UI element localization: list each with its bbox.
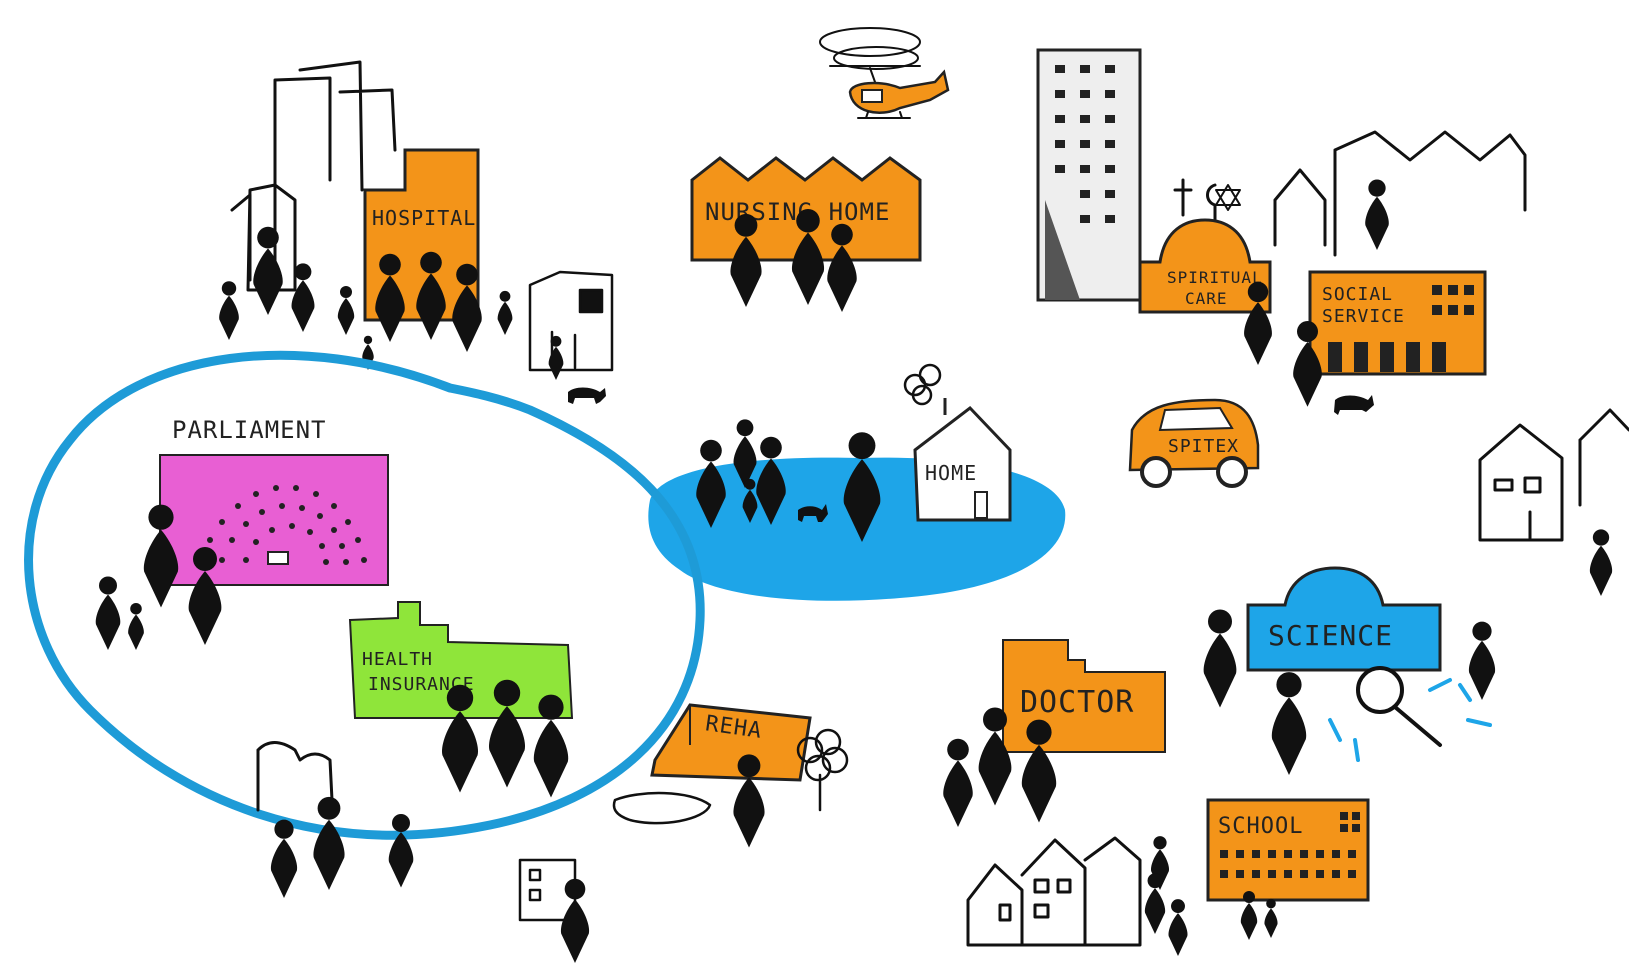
houses-top-right: [1273, 130, 1527, 257]
nursing-home: NURSING HOME: [690, 156, 922, 312]
bottom-left-church: [256, 741, 590, 963]
science-label: SCIENCE: [1268, 619, 1393, 652]
bottom-houses: [966, 836, 1142, 947]
spitex-label: SPITEX: [1168, 436, 1239, 457]
social-service-label-2: SERVICE: [1322, 306, 1405, 327]
doctor: DOCTOR: [943, 639, 1166, 827]
science: SCIENCE: [1203, 566, 1496, 775]
home-house: HOME: [903, 363, 1012, 522]
school-label: SCHOOL: [1218, 814, 1303, 839]
dog-icon: [1334, 395, 1374, 415]
doctor-label: DOCTOR: [1020, 685, 1134, 720]
home-label: HOME: [925, 461, 977, 485]
dog-icon: [798, 504, 828, 522]
spiritual-care-label-2: CARE: [1185, 289, 1228, 308]
reha: REHA: [612, 703, 849, 848]
social-service: SOCIAL SERVICE: [1293, 270, 1487, 415]
home-area: HOME: [648, 363, 1066, 601]
highlight-circle: [24, 350, 705, 840]
car-icon: SPITEX: [1128, 398, 1260, 488]
hospital-label: HOSPITAL: [372, 206, 476, 230]
school: SCHOOL: [1206, 798, 1370, 940]
health-insurance-label-1: HEALTH: [362, 649, 433, 670]
person-with-dog: [548, 335, 564, 380]
dog-icon: [568, 387, 606, 404]
parliament-seating: [197, 485, 367, 565]
health-insurance-label-2: INSURANCE: [368, 674, 475, 695]
hospital-building: [363, 148, 480, 322]
helicopter-icon: [819, 27, 950, 119]
tower-block: [1036, 48, 1142, 302]
parliament-label: PARLIAMENT: [172, 416, 327, 444]
person-top-right: [1365, 179, 1389, 250]
magnifier-icon: [1356, 666, 1442, 747]
tree-icon: [796, 728, 849, 812]
houses-right: [1478, 408, 1629, 542]
person-right-edge: [1589, 529, 1613, 596]
religious-symbols-icon: [1173, 178, 1241, 227]
parliament: PARLIAMENT: [95, 416, 389, 650]
spiritual-care-label-1: SPIRITUAL: [1167, 268, 1263, 287]
spiritual-care: SPIRITUAL CARE: [1138, 178, 1272, 365]
bathtub: [612, 791, 712, 825]
city-towers-outline: [230, 60, 397, 292]
small-house-hospital: [528, 270, 614, 372]
bottom-people: [1144, 836, 1188, 956]
hospital-area: HOSPITAL: [219, 60, 614, 404]
social-service-label-1: SOCIAL: [1322, 284, 1393, 305]
health-insurance: HEALTH INSURANCE: [348, 601, 574, 798]
